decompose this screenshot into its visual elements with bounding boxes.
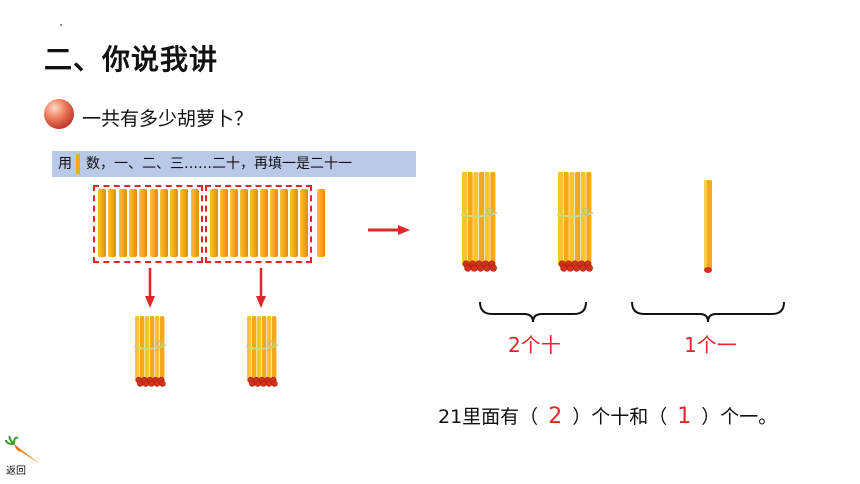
stick-icon <box>300 189 308 257</box>
stick-icon <box>76 154 80 174</box>
question-text: 一共有多少胡萝卜？ <box>82 108 254 130</box>
stick-icon <box>220 189 228 257</box>
page-title: 二、你说我讲 <box>44 43 219 76</box>
bundle-icon <box>460 172 498 272</box>
back-label: 返回 <box>6 466 26 477</box>
ones-label: 1个一 <box>684 333 737 357</box>
answer-part1: 21里面有（ <box>438 406 539 428</box>
stick-icon <box>180 189 189 257</box>
stick-icon <box>190 189 199 257</box>
stick-icon <box>210 189 218 257</box>
stick-icon <box>317 189 325 257</box>
stick-icon <box>149 189 158 257</box>
stick-icon <box>159 189 168 257</box>
answer-sentence: 21里面有（ 2 ）个十和（ 1 ）个一。 <box>438 402 777 429</box>
stick-icon <box>280 189 288 257</box>
arrow-down-icon <box>256 268 266 308</box>
brace-icon <box>479 301 587 323</box>
stick-icon <box>230 189 238 257</box>
stick-icon <box>118 189 127 257</box>
dot-mark <box>60 24 62 26</box>
stick-icon <box>250 189 258 257</box>
bundle-icon <box>245 316 279 387</box>
stick-group-1 <box>93 185 203 263</box>
answer-part2: ）个十和（ <box>572 406 668 428</box>
stick-icon <box>240 189 248 257</box>
carrot-icon <box>5 436 40 464</box>
stick-icon <box>260 189 268 257</box>
answer-part3: ）个一。 <box>701 406 778 428</box>
stick-icon <box>170 189 179 257</box>
stick-icon <box>270 189 278 257</box>
tens-label: 2个十 <box>508 333 561 357</box>
answer-blank-ones: 1 <box>677 404 692 429</box>
stick-icon <box>128 189 137 257</box>
stick-group-2 <box>205 185 312 263</box>
instruction-banner: 用数，一、二、三……二十，再填一是二十一 <box>52 151 416 177</box>
stick-icon <box>108 189 117 257</box>
stick-icon <box>704 180 712 273</box>
back-button[interactable]: 返回 <box>4 436 44 480</box>
bundle-icon <box>133 316 167 387</box>
answer-blank-tens: 2 <box>548 404 563 429</box>
stick-icon <box>98 189 106 257</box>
arrow-right-icon <box>368 225 410 235</box>
instruction-after: 数，一、二、三……二十，再填一是二十一 <box>86 156 352 172</box>
ball-icon <box>44 99 74 129</box>
bundle-icon <box>556 172 594 272</box>
stick-icon <box>139 189 148 257</box>
brace-icon <box>631 301 785 323</box>
instruction-before: 用 <box>58 156 72 172</box>
stick-icon <box>290 189 298 257</box>
arrow-down-icon <box>145 268 155 308</box>
